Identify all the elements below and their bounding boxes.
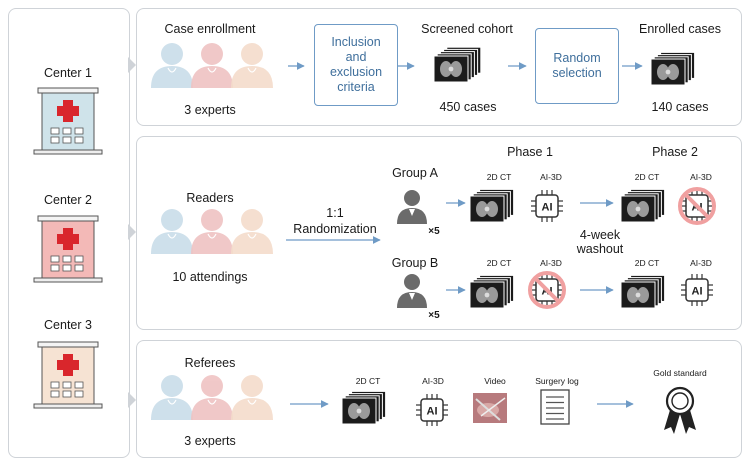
a-p1-ct-label: 2D CT [486,172,512,182]
center-3-label: Center 3 [44,318,92,332]
svg-text:AI: AI [542,202,553,214]
person-icon [151,43,193,88]
person-icon [231,375,273,420]
chevron-right-icon [128,57,136,73]
criteria-box: Inclusion and exclusion criteria [314,24,398,106]
ct-stack-icon [469,274,515,309]
prohibited-icon [678,187,716,225]
phase-1-label: Phase 1 [507,145,553,159]
svg-text:AI: AI [692,286,703,298]
b-p1-ct-label: 2D CT [486,258,512,268]
doctor-icon [397,274,427,308]
group-a-multiplier: ×5 [428,226,440,237]
hospital-icon [33,215,103,283]
ref-ai-label: AI-3D [422,376,444,386]
b-p2-ai-label: AI-3D [690,258,712,268]
person-icon [191,375,233,420]
screened-count: 450 cases [439,100,497,114]
washout-label: 4-week washout [576,228,624,256]
ct-stack-icon [620,274,666,309]
person-icon [151,209,193,254]
b-p2-ct-label: 2D CT [634,258,660,268]
ct-stack-icon [650,51,696,86]
referees-title: Referees [184,356,236,370]
a-p1-ai-label: AI-3D [540,172,562,182]
hospital-icon [33,87,103,155]
doctor-icon [397,190,427,224]
screened-cohort-title: Screened cohort [421,22,513,36]
ref-gold-label: Gold standard [653,368,707,378]
a-p2-ct-label: 2D CT [634,172,660,182]
person-icon [191,43,233,88]
a-p2-ai-label: AI-3D [690,172,712,182]
random-selection-box: Random selection [535,28,619,104]
b-p1-ai-label: AI-3D [540,258,562,268]
ai-chip-icon: AI [531,190,563,222]
readers-title: Readers [186,191,234,205]
enrolled-count: 140 cases [651,100,709,114]
ratio-label: 1:1 [326,206,344,220]
phase-2-label: Phase 2 [652,145,698,159]
svg-text:AI: AI [427,406,438,418]
ref-log-label: Surgery log [535,376,579,386]
case-enrollment-title: Case enrollment [164,22,256,36]
readers-count: 10 attendings [172,270,248,284]
person-icon [231,209,273,254]
prohibited-icon [528,271,566,309]
enrolled-cases-title: Enrolled cases [639,22,721,36]
chevron-right-icon [128,224,136,240]
ct-stack-icon [469,188,515,223]
chevron-right-icon [128,392,136,408]
person-icon [151,375,193,420]
person-icon [231,43,273,88]
award-ribbon-icon [664,386,696,434]
ct-stack-icon [433,46,482,83]
ref-video-label: Video [484,376,506,386]
ai-chip-icon: AI [681,274,713,306]
center-1-label: Center 1 [44,66,92,80]
group-b-multiplier: ×5 [428,310,440,321]
group-b-label: Group B [391,256,439,270]
ref-ct-label: 2D CT [355,376,381,386]
center-2-label: Center 2 [44,193,92,207]
person-icon [191,209,233,254]
group-a-label: Group A [392,166,438,180]
enrollment-experts-label: 3 experts [184,103,236,117]
video-thumbnail [473,393,507,423]
ai-chip-icon: AI [416,394,448,426]
ct-stack-icon [620,188,666,223]
randomization-label: Randomization [293,222,377,236]
ct-stack-icon [341,390,387,425]
document-icon [540,389,570,425]
hospital-icon [33,341,103,409]
referees-experts: 3 experts [184,434,236,448]
